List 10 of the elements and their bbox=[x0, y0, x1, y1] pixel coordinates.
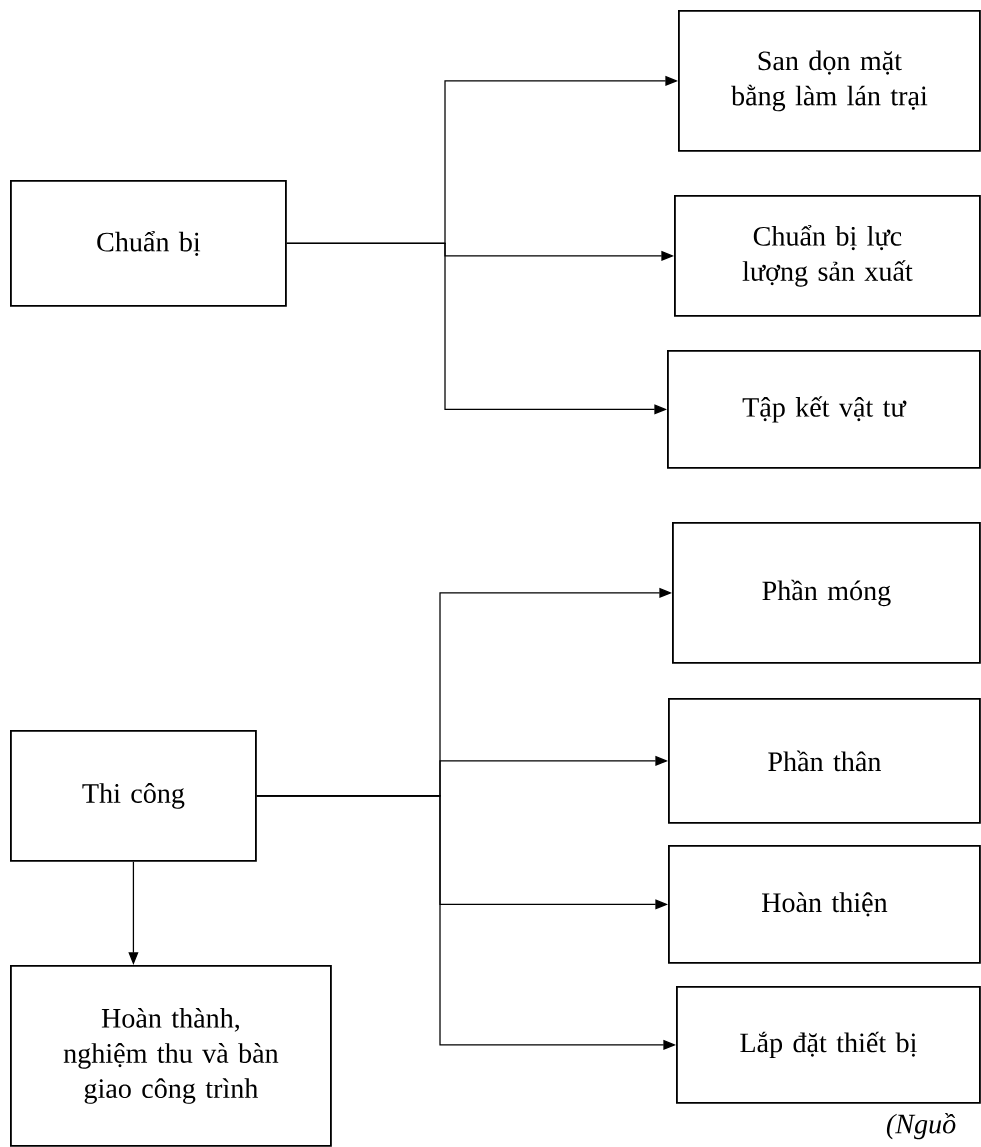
process-box: Hoàn thiện bbox=[668, 845, 981, 964]
process-box: Lắp đặt thiết bị bbox=[676, 986, 981, 1104]
process-box: Hoàn thành, nghiệm thu và bàn giao công trình bbox=[10, 965, 332, 1147]
process-box: Phần thân bbox=[668, 698, 981, 824]
process-box: Phần móng bbox=[672, 522, 981, 664]
process-box: Tập kết vật tư bbox=[667, 350, 981, 469]
process-box: Chuẩn bị lực lượng sản xuất bbox=[674, 195, 981, 317]
process-box: Thi công bbox=[10, 730, 257, 862]
process-box: San dọn mặt bằng làm lán trại bbox=[678, 10, 981, 152]
process-box: Chuẩn bị bbox=[10, 180, 287, 307]
